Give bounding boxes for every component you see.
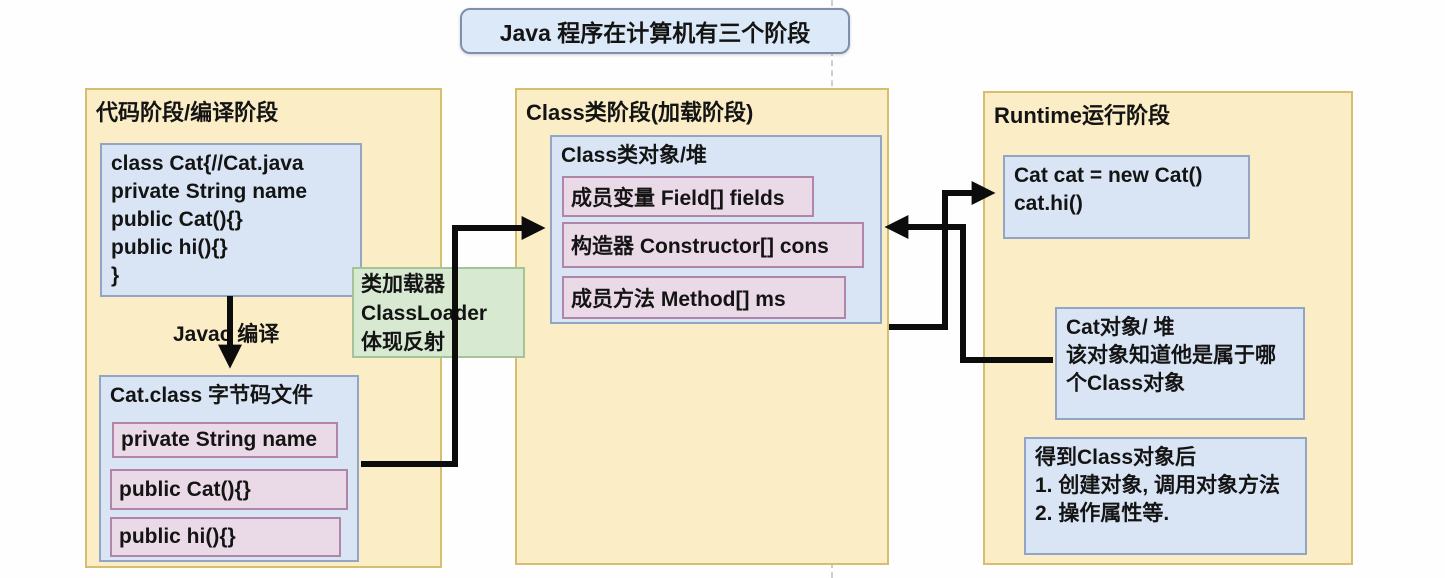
panel-runtime-stage: Runtime运行阶段 Cat cat = new Cat() cat.hi()… bbox=[983, 91, 1353, 565]
source-code-box: class Cat{//Cat.java private String name… bbox=[100, 143, 362, 297]
runtime-code-line: Cat cat = new Cat() bbox=[1014, 164, 1203, 187]
class-member-methods: 成员方法 Method[] ms bbox=[562, 276, 846, 319]
panel-code-compile-header: 代码阶段/编译阶段 bbox=[96, 100, 279, 125]
javac-compile-label: Javac 编译 bbox=[173, 323, 280, 346]
source-code-line: public hi(){} bbox=[111, 236, 228, 259]
bytecode-member-constructor: public Cat(){} bbox=[110, 469, 348, 510]
runtime-code-box: Cat cat = new Cat() cat.hi() bbox=[1003, 155, 1250, 239]
note-line: 得到Class对象后 bbox=[1035, 446, 1197, 469]
class-member-constructors: 构造器 Constructor[] cons bbox=[562, 222, 864, 268]
panel-runtime-header: Runtime运行阶段 bbox=[994, 103, 1171, 128]
source-code-line: class Cat{//Cat.java bbox=[111, 152, 304, 175]
panel-class-load-stage: Class类阶段(加载阶段) Class类对象/堆 成员变量 Field[] f… bbox=[515, 88, 889, 565]
panel-class-load-header: Class类阶段(加载阶段) bbox=[526, 100, 754, 125]
panel-code-compile-stage: 代码阶段/编译阶段 class Cat{//Cat.java private S… bbox=[85, 88, 442, 568]
class-object-heap-title: Class类对象/堆 bbox=[561, 144, 707, 167]
class-object-usage-note-box: 得到Class对象后 1. 创建对象, 调用对象方法 2. 操作属性等. bbox=[1024, 437, 1307, 555]
class-object-heap-box: Class类对象/堆 成员变量 Field[] fields 构造器 Const… bbox=[550, 135, 882, 324]
source-code-line: } bbox=[111, 264, 120, 287]
bytecode-member-method: public hi(){} bbox=[110, 517, 341, 557]
bytecode-file-box: Cat.class 字节码文件 private String name publ… bbox=[99, 375, 359, 562]
class-member-fields: 成员变量 Field[] fields bbox=[562, 176, 814, 217]
note-line: 1. 创建对象, 调用对象方法 bbox=[1035, 474, 1281, 497]
classloader-reflection-box: 类加载器 ClassLoader 体现反射 bbox=[352, 267, 525, 358]
note-line: 2. 操作属性等. bbox=[1035, 502, 1170, 525]
classloader-line: 体现反射 bbox=[361, 331, 445, 354]
diagram-title: Java 程序在计算机有三个阶段 bbox=[460, 8, 850, 54]
classloader-line: 类加载器 bbox=[361, 273, 445, 296]
cat-object-heap-box: Cat对象/ 堆 该对象知道他是属于哪 个Class对象 bbox=[1055, 307, 1305, 420]
classloader-line: ClassLoader bbox=[361, 302, 488, 325]
bytecode-member-field: private String name bbox=[112, 422, 338, 458]
arrow-class-object-to-runtime-code bbox=[889, 181, 996, 330]
runtime-code-line: cat.hi() bbox=[1014, 192, 1083, 215]
bytecode-file-title: Cat.class 字节码文件 bbox=[110, 384, 314, 407]
cat-object-line: 个Class对象 bbox=[1066, 372, 1186, 395]
diagram-title-text: Java 程序在计算机有三个阶段 bbox=[499, 20, 811, 46]
cat-object-line: Cat对象/ 堆 bbox=[1066, 316, 1175, 339]
source-code-line: public Cat(){} bbox=[111, 208, 243, 231]
source-code-line: private String name bbox=[111, 180, 308, 203]
cat-object-line: 该对象知道他是属于哪 bbox=[1066, 344, 1276, 367]
